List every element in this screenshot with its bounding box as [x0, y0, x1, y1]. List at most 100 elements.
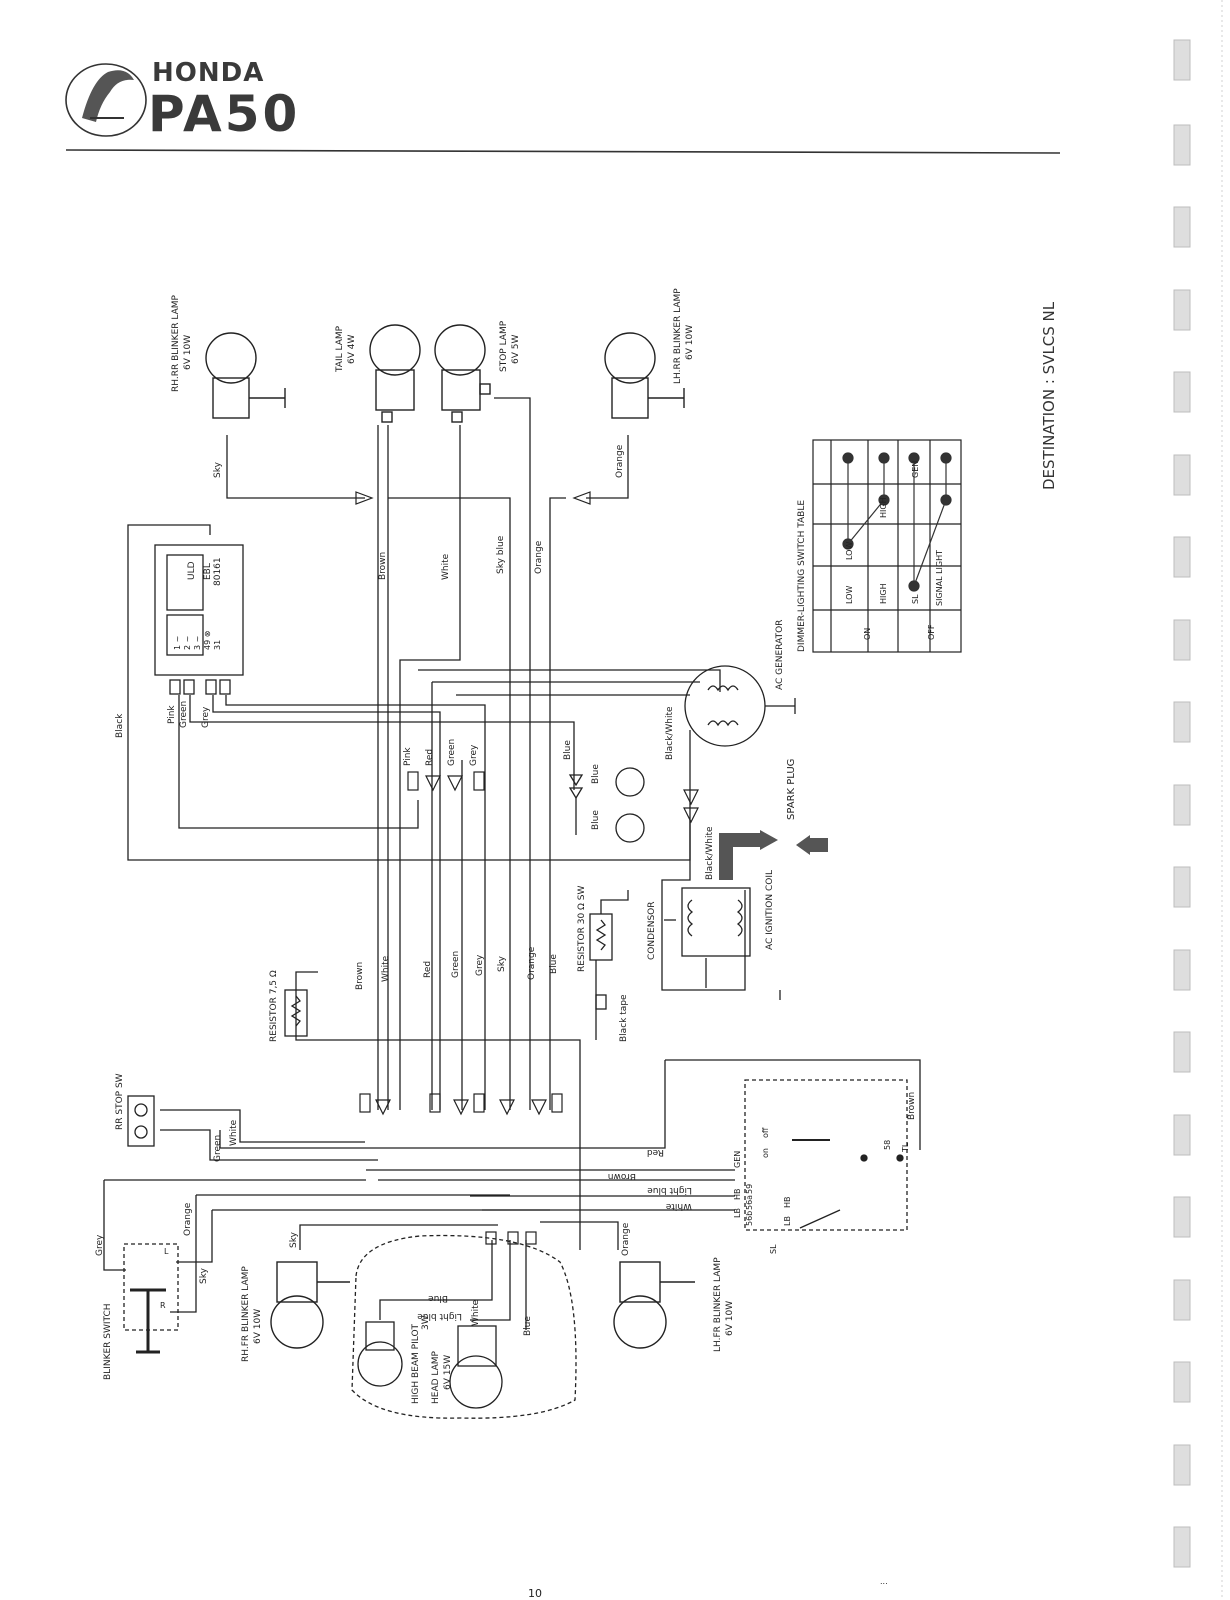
footer-note: ...: [880, 1577, 888, 1586]
svg-text:L: L: [164, 1247, 169, 1256]
brand-title: HONDA: [152, 58, 264, 88]
rh-fr-blinker-lamp: [270, 1261, 350, 1349]
lh-rr-blinker-label: LH.RR BLINKER LAMP 6V 10W: [673, 288, 695, 384]
svg-text:3W: 3W: [421, 1315, 431, 1330]
svg-text:Sky: Sky: [497, 955, 507, 972]
svg-text:6V 15W: 6V 15W: [443, 1355, 453, 1390]
svg-text:ULD: ULD: [187, 561, 197, 580]
wire-labels: Sky Orange Brown White Sky blue Orange B…: [95, 444, 917, 1336]
connectors: [355, 491, 699, 1245]
svg-text:LOW: LOW: [845, 542, 854, 560]
svg-text:6V 5W: 6V 5W: [511, 335, 521, 364]
svg-text:GEN: GEN: [733, 1151, 742, 1168]
svg-text:Sky: Sky: [213, 461, 223, 478]
svg-text:Orange: Orange: [615, 444, 625, 478]
lh-fr-blinker-label: LH.FR BLINKER LAMP 6V 10W: [713, 1257, 735, 1352]
ac-generator-label: AC GENERATOR: [775, 620, 785, 690]
svg-text:Red: Red: [647, 1147, 664, 1157]
spark-plug: [719, 830, 828, 880]
blinker-switch: [123, 1243, 179, 1354]
svg-text:Orange: Orange: [621, 1222, 631, 1256]
svg-text:Black/White: Black/White: [705, 826, 715, 880]
svg-text:Green: Green: [447, 739, 457, 766]
svg-text:Black/White: Black/White: [665, 706, 675, 760]
switch-table-title: DIMMER-LIGHTING SWITCH TABLE: [797, 500, 807, 652]
svg-text:1 ~: 1 ~: [173, 636, 182, 650]
relay-unit: [154, 544, 244, 695]
svg-text:SIGNAL LIGHT: SIGNAL LIGHT: [935, 550, 944, 606]
head-lamp-labels: HIGH BEAM PILOT 3W HEAD LAMP 6V 15W: [411, 1315, 453, 1404]
svg-text:6V 10W: 6V 10W: [725, 1301, 735, 1336]
svg-text:Sky: Sky: [199, 1267, 209, 1284]
svg-text:Green: Green: [451, 951, 461, 978]
svg-text:White: White: [471, 1299, 481, 1326]
tail-lamp: [369, 324, 421, 423]
svg-text:LB: LB: [783, 1216, 792, 1226]
svg-text:Brown: Brown: [355, 962, 365, 990]
rh-rr-blinker-label: RH.RR BLINKER LAMP 6V 10W: [171, 294, 193, 392]
ignition-coil-label: AC IGNITION COIL: [765, 870, 775, 950]
honda-logo: [65, 63, 147, 137]
stop-lamp: [434, 324, 491, 423]
svg-text:Pink: Pink: [403, 747, 413, 766]
switch-terminal-labels: GEN HB LB 59 56a 56b SL LB HB 58 TL on o…: [160, 1127, 910, 1310]
spark-plug-label: SPARK PLUG: [786, 759, 797, 820]
ignition-coil: [664, 887, 781, 1000]
svg-text:OFF: OFF: [927, 624, 936, 640]
svg-text:6V 10W: 6V 10W: [183, 335, 193, 370]
resistor-30-label: RESISTOR 30 Ω SW: [577, 886, 587, 972]
svg-text:HB: HB: [783, 1196, 792, 1208]
svg-text:6V 10W: 6V 10W: [253, 1309, 263, 1344]
svg-text:56a: 56a: [745, 1195, 754, 1210]
svg-text:Red: Red: [423, 961, 433, 978]
svg-text:GEN: GEN: [911, 461, 920, 478]
rr-stop-switch: [127, 1095, 155, 1147]
svg-text:2 ~: 2 ~: [183, 636, 192, 650]
svg-text:RH.RR BLINKER LAMP: RH.RR BLINKER LAMP: [171, 294, 181, 392]
svg-text:LOW: LOW: [845, 586, 854, 604]
svg-text:3 ~: 3 ~: [193, 636, 202, 650]
svg-text:SL: SL: [911, 594, 920, 604]
headlight-assembly: [351, 1234, 577, 1419]
svg-text:Red: Red: [425, 749, 435, 766]
svg-text:Light blue: Light blue: [647, 1185, 692, 1195]
svg-text:Blue: Blue: [591, 810, 601, 830]
svg-text:49 ⊗: 49 ⊗: [203, 631, 212, 650]
model-title: PA50: [148, 85, 300, 143]
svg-text:Light blue: Light blue: [417, 1311, 462, 1321]
svg-text:off: off: [761, 1127, 770, 1138]
svg-text:HEAD LAMP: HEAD LAMP: [431, 1350, 441, 1404]
svg-text:Grey: Grey: [201, 706, 211, 728]
svg-text:Blue: Blue: [591, 764, 601, 784]
svg-text:Orange: Orange: [183, 1202, 193, 1236]
svg-text:HIGH BEAM PILOT: HIGH BEAM PILOT: [411, 1323, 421, 1404]
svg-text:Green: Green: [213, 1135, 223, 1162]
ac-generator: [684, 665, 796, 747]
svg-text:on: on: [761, 1148, 770, 1158]
wire-network: [103, 397, 921, 1330]
svg-text:Blue: Blue: [428, 1293, 448, 1303]
stop-lamp-label: STOP LAMP 6V 5W: [499, 320, 521, 372]
svg-text:HIGH: HIGH: [879, 583, 888, 604]
svg-text:6V 4W: 6V 4W: [347, 335, 357, 364]
svg-text:White: White: [441, 553, 451, 580]
switch-table-grid: [812, 439, 962, 653]
svg-text:Orange: Orange: [534, 540, 544, 574]
page-number: 10: [528, 1587, 542, 1600]
svg-text:Brown: Brown: [608, 1171, 636, 1181]
svg-text:Blue: Blue: [563, 740, 573, 760]
svg-text:ON: ON: [863, 628, 872, 640]
rh-fr-blinker-label: RH.FR BLINKER LAMP 6V 10W: [241, 1266, 263, 1362]
svg-text:LH.RR BLINKER LAMP: LH.RR BLINKER LAMP: [673, 288, 683, 384]
resistor-30: [589, 890, 629, 1010]
black-tape-label: Black tape: [619, 994, 629, 1042]
svg-text:TL: TL: [901, 1142, 910, 1153]
switch-table-dots: [842, 452, 952, 592]
svg-text:80161: 80161: [213, 557, 223, 586]
svg-text:31: 31: [213, 640, 222, 650]
svg-text:STOP LAMP: STOP LAMP: [499, 320, 509, 372]
svg-text:LB: LB: [733, 1208, 742, 1218]
svg-text:Grey: Grey: [469, 744, 479, 766]
svg-text:Blue: Blue: [549, 954, 559, 974]
